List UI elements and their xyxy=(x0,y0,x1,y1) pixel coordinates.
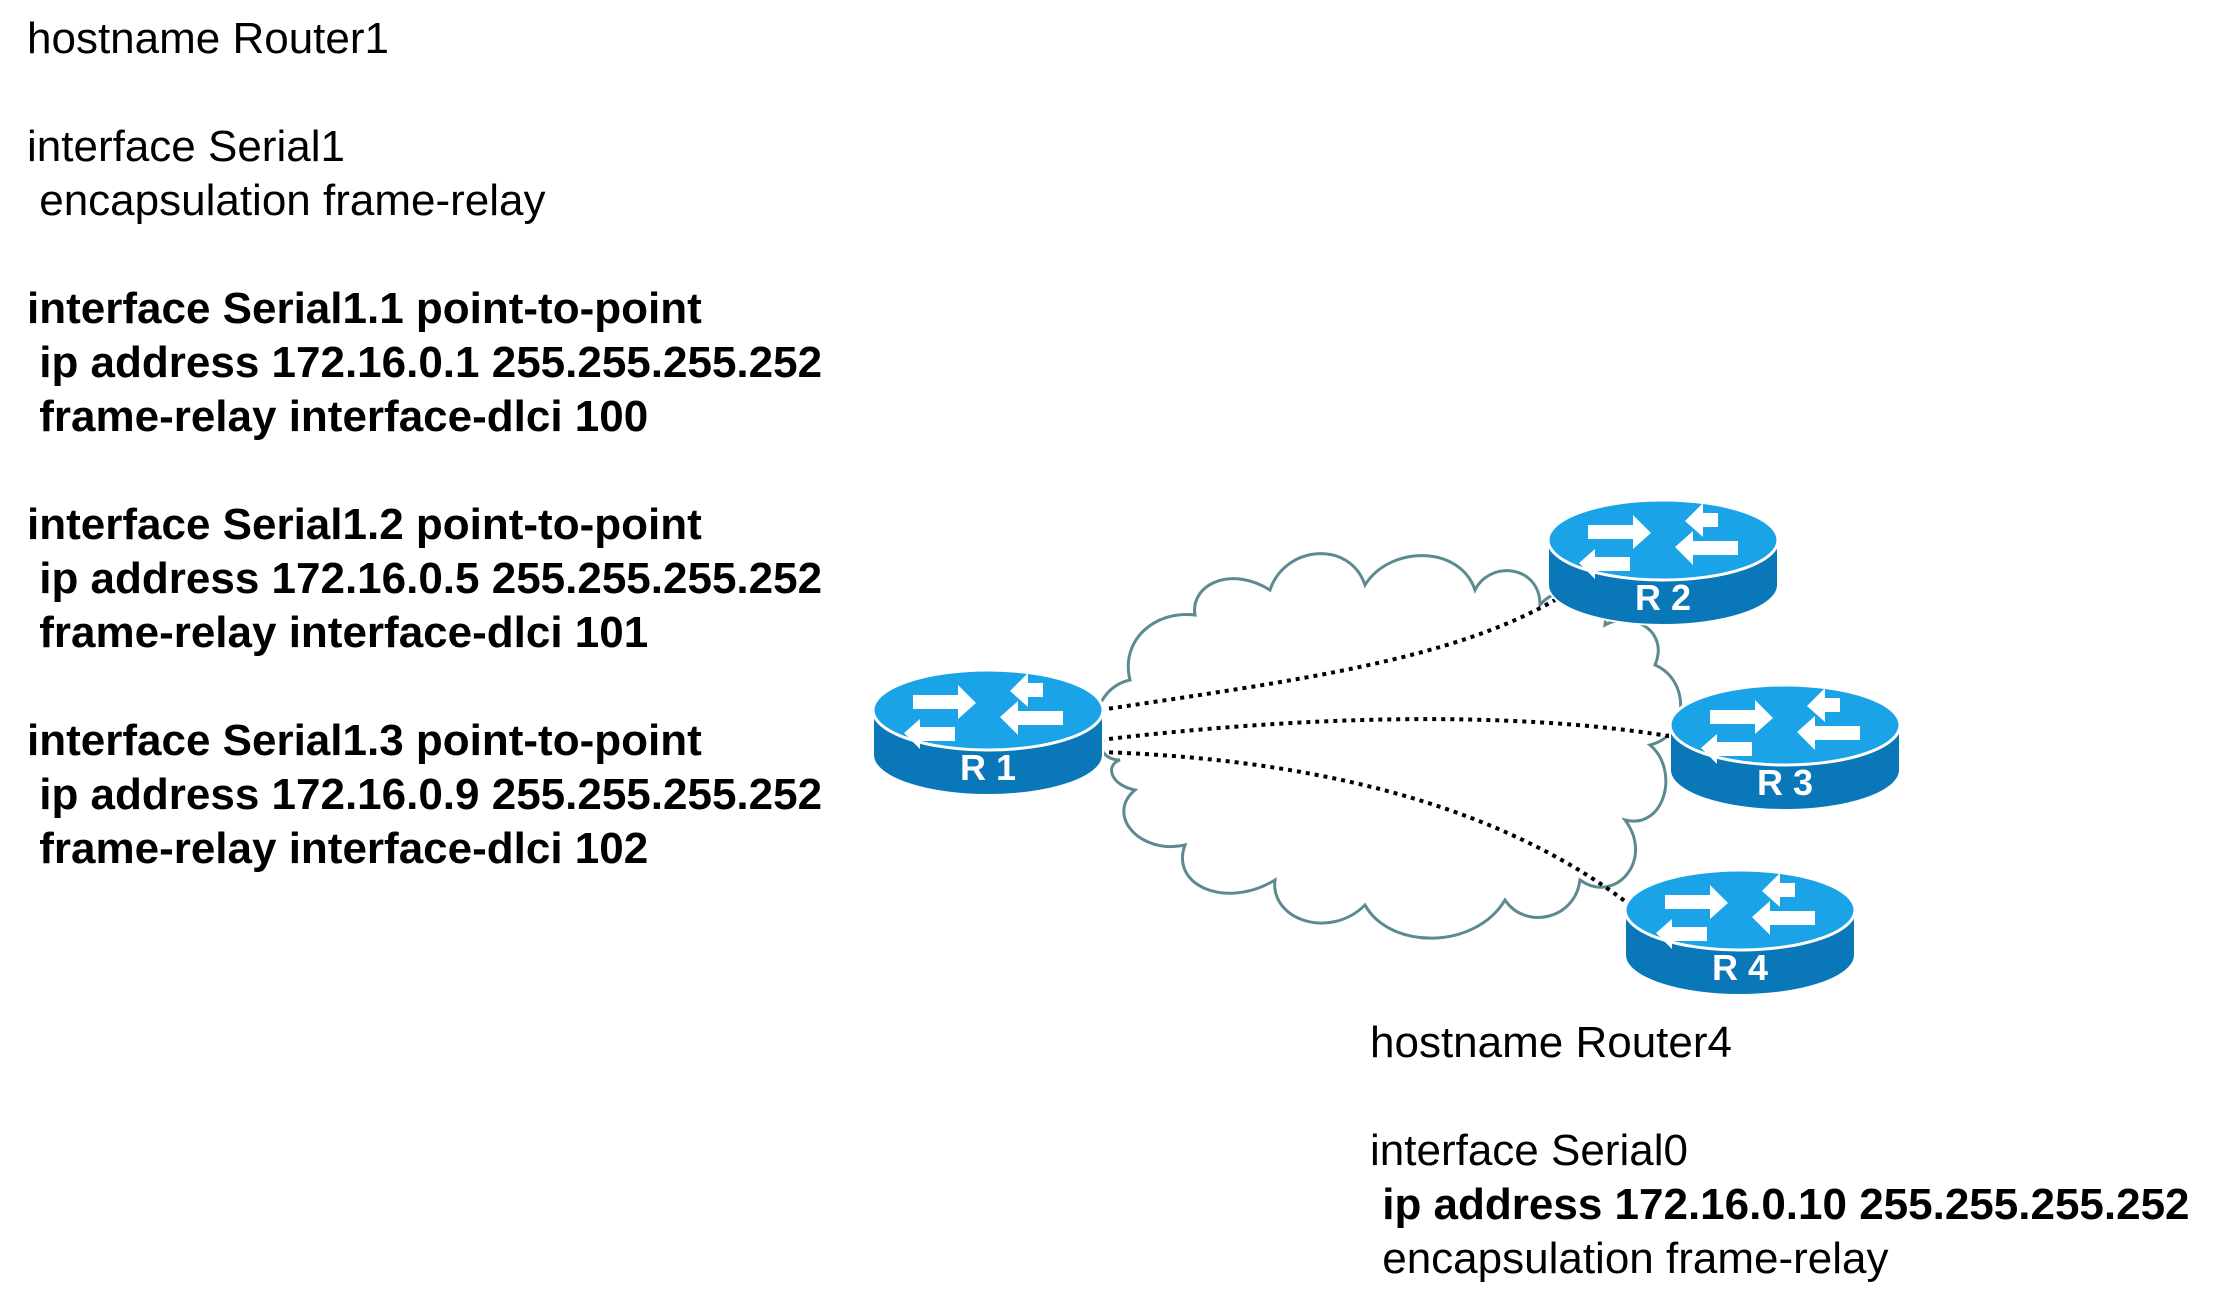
config-line: interface Serial1.2 point-to-point xyxy=(27,500,702,549)
router-r1[interactable]: R 1 xyxy=(871,668,1105,796)
config-line: hostname Router4 xyxy=(1370,1018,1732,1067)
link-r1-r3 xyxy=(1099,717,1681,742)
router4-config: hostname Router4 interface Serial0 ip add… xyxy=(1370,1016,2190,1286)
config-line: interface Serial1 xyxy=(27,122,345,171)
router-top xyxy=(1668,683,1902,767)
config-line: frame-relay interface-dlci 100 xyxy=(27,392,649,441)
links xyxy=(1099,598,1681,907)
router-top xyxy=(1546,498,1780,582)
config-line: encapsulation frame-relay xyxy=(1370,1234,1889,1283)
router-top xyxy=(1623,868,1857,952)
config-line: ip address 172.16.0.10 255.255.255.252 xyxy=(1370,1180,2190,1229)
config-line: frame-relay interface-dlci 101 xyxy=(27,608,649,657)
link-r1-r4 xyxy=(1099,750,1632,907)
config-line: frame-relay interface-dlci 102 xyxy=(27,824,649,873)
router-arrows-icon xyxy=(1701,688,1860,764)
router-r4[interactable]: R 4 xyxy=(1623,868,1857,996)
router-arrows-icon xyxy=(1579,503,1738,579)
router-r2[interactable]: R 2 xyxy=(1546,498,1780,626)
router-label-r4: R 4 xyxy=(1712,947,1768,988)
config-line: ip address 172.16.0.9 255.255.255.252 xyxy=(27,770,823,819)
router-r3[interactable]: R 3 xyxy=(1668,683,1902,811)
router-label-r2: R 2 xyxy=(1635,577,1691,618)
router-label-r1: R 1 xyxy=(960,747,1016,788)
config-line: ip address 172.16.0.5 255.255.255.252 xyxy=(27,554,823,603)
router-top xyxy=(871,668,1105,752)
config-line: hostname Router1 xyxy=(27,14,389,63)
config-line: ip address 172.16.0.1 255.255.255.252 xyxy=(27,338,823,387)
config-line: interface Serial1.1 point-to-point xyxy=(27,284,702,333)
config-line: interface Serial1.3 point-to-point xyxy=(27,716,702,765)
router-label-r3: R 3 xyxy=(1757,762,1813,803)
router-arrows-icon xyxy=(904,673,1063,749)
router-arrows-icon xyxy=(1656,873,1815,949)
config-line: encapsulation frame-relay xyxy=(27,176,546,225)
config-line: interface Serial0 xyxy=(1370,1126,1688,1175)
router1-config: hostname Router1 interface Serial1 encaps… xyxy=(27,12,822,876)
